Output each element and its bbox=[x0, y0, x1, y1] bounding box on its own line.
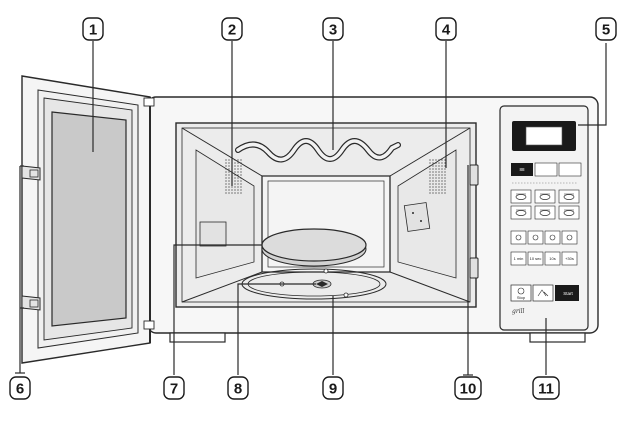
callout-7: 7 bbox=[163, 376, 185, 400]
auto-cook-button[interactable] bbox=[510, 205, 532, 220]
callout-11: 11 bbox=[532, 376, 560, 400]
start-button[interactable] bbox=[555, 285, 579, 301]
callout-number: 9 bbox=[329, 381, 337, 398]
callout-5: 5 bbox=[595, 17, 617, 41]
callout-9: 9 bbox=[322, 376, 344, 400]
auto-cook-buttons[interactable] bbox=[510, 189, 580, 220]
coupler bbox=[312, 279, 332, 289]
stop-button-label: Stop bbox=[517, 295, 526, 300]
callout-number: 8 bbox=[234, 381, 242, 398]
time-button-label: 1 min bbox=[514, 256, 524, 261]
right-vent-grille bbox=[429, 159, 446, 194]
time-button[interactable] bbox=[510, 251, 527, 266]
auto-cook-button[interactable] bbox=[534, 189, 556, 204]
callout-number: 5 bbox=[602, 22, 610, 39]
auto-cook-button[interactable] bbox=[558, 205, 580, 220]
auto-cook-button[interactable] bbox=[534, 205, 556, 220]
function-buttons[interactable] bbox=[510, 230, 578, 245]
callout-number: 1 bbox=[89, 22, 97, 39]
function-button[interactable] bbox=[561, 230, 578, 245]
safety-interlock bbox=[469, 164, 479, 279]
callout-number: 11 bbox=[538, 381, 554, 398]
time-button-label: 10 sec bbox=[530, 256, 542, 261]
auto-cook-button[interactable] bbox=[558, 189, 580, 204]
time-button[interactable] bbox=[544, 251, 561, 266]
grill-label: grill bbox=[512, 308, 525, 315]
callout-1: 1 bbox=[82, 17, 104, 41]
time-button-label: +30s bbox=[565, 256, 574, 261]
mode-button[interactable] bbox=[511, 163, 533, 176]
mode-button-label: 88 bbox=[519, 167, 525, 172]
time-button-label: 10s bbox=[549, 256, 555, 261]
stop-button[interactable] bbox=[510, 284, 532, 302]
callout-8: 8 bbox=[227, 376, 249, 400]
start-button-label: Start bbox=[563, 291, 573, 296]
callouts: 1 2 3 4 5 6 7 8 9 10 11 bbox=[9, 17, 617, 400]
glass-tray bbox=[261, 228, 367, 267]
callout-number: 3 bbox=[329, 22, 337, 39]
function-button[interactable] bbox=[510, 230, 527, 245]
callout-number: 4 bbox=[442, 22, 451, 39]
leader-lines bbox=[15, 41, 607, 376]
callout-number: 2 bbox=[228, 22, 236, 39]
function-button[interactable] bbox=[527, 230, 544, 245]
callout-6: 6 bbox=[9, 376, 31, 400]
oven-cavity bbox=[175, 122, 477, 308]
control-panel: 88 1 min 10 sec 10s +30s Stop Start grill bbox=[499, 105, 589, 331]
time-button[interactable] bbox=[561, 251, 578, 266]
auto-cook-button[interactable] bbox=[510, 189, 532, 204]
viewing-window bbox=[51, 111, 127, 327]
function-button[interactable] bbox=[544, 230, 561, 245]
callout-10: 10 bbox=[454, 376, 482, 400]
time-button[interactable] bbox=[527, 251, 544, 266]
callout-number: 7 bbox=[170, 381, 178, 398]
weight-button[interactable] bbox=[534, 162, 558, 177]
callout-3: 3 bbox=[322, 17, 344, 41]
time-buttons[interactable]: 1 min 10 sec 10s +30s bbox=[510, 251, 578, 266]
callout-4: 4 bbox=[435, 17, 457, 41]
time-button[interactable] bbox=[558, 162, 582, 177]
eco-button[interactable] bbox=[532, 284, 554, 302]
door-latches bbox=[21, 165, 41, 311]
callout-number: 6 bbox=[16, 381, 24, 398]
callout-2: 2 bbox=[221, 17, 243, 41]
door bbox=[21, 75, 155, 364]
callout-number: 10 bbox=[460, 381, 477, 398]
